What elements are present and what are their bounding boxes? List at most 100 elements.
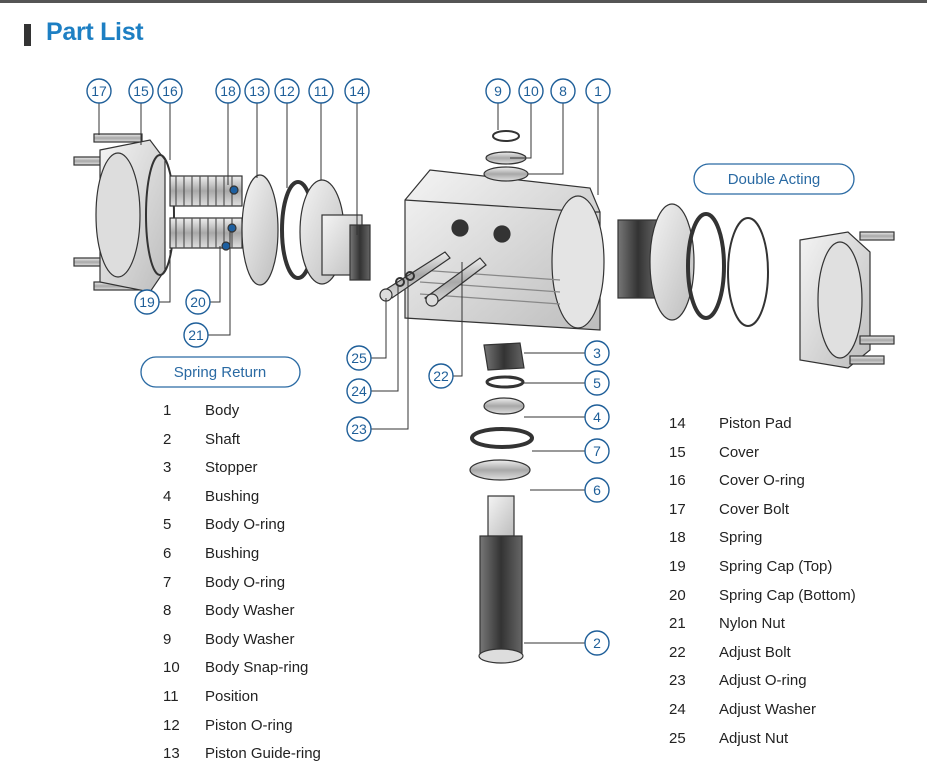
part-name: Position bbox=[205, 688, 259, 705]
part-number: 9 bbox=[163, 630, 172, 648]
callout-12: 12 bbox=[274, 78, 300, 104]
part-number: 10 bbox=[163, 659, 180, 677]
part-name: Spring Cap (Top) bbox=[719, 558, 833, 575]
guide-ring-shape bbox=[241, 174, 279, 286]
part-name: Bushing bbox=[205, 487, 260, 505]
title-marker bbox=[24, 24, 31, 46]
callout-2: 2 bbox=[584, 630, 610, 656]
part-number: 16 bbox=[669, 472, 686, 490]
spring-return-pill: Spring Return bbox=[140, 356, 301, 388]
callout-number: 8 bbox=[559, 83, 567, 99]
callout-number: 24 bbox=[351, 383, 367, 399]
part-number: 17 bbox=[669, 500, 686, 518]
callout-1: 1 bbox=[585, 78, 611, 104]
callout-number: 11 bbox=[314, 83, 329, 99]
part-number: 24 bbox=[669, 701, 686, 718]
part-number: 23 bbox=[669, 672, 686, 690]
part-number: 8 bbox=[163, 602, 172, 620]
callout-number: 13 bbox=[249, 83, 265, 99]
part-number: 3 bbox=[163, 459, 172, 477]
part-name: Shaft bbox=[205, 430, 241, 448]
part-name: Cover bbox=[719, 443, 760, 461]
part-number: 11 bbox=[163, 688, 179, 705]
callout-number: 25 bbox=[351, 350, 367, 366]
da-oring-shape bbox=[686, 212, 726, 320]
callout-15: 15 bbox=[128, 78, 154, 104]
callout-20: 20 bbox=[185, 289, 211, 315]
callout-22: 22 bbox=[428, 363, 454, 389]
callout-number: 6 bbox=[593, 482, 601, 498]
part-name: Spring Cap (Bottom) bbox=[719, 586, 856, 604]
callout-number: 9 bbox=[494, 83, 502, 99]
part-name: Piston Pad bbox=[719, 415, 792, 432]
callout-11: 11 bbox=[308, 78, 334, 104]
callout-number: 2 bbox=[593, 635, 601, 651]
part-number: 13 bbox=[163, 745, 180, 763]
da-cover-bolt-shape bbox=[859, 231, 895, 241]
callout-17: 17 bbox=[86, 78, 112, 104]
right-assembly-drawing bbox=[617, 203, 895, 369]
part-number: 12 bbox=[163, 716, 180, 734]
callout-number: 17 bbox=[91, 83, 107, 99]
callout-9: 9 bbox=[485, 78, 511, 104]
callout-23: 23 bbox=[346, 416, 372, 442]
part-number: 2 bbox=[163, 430, 172, 448]
shaft-top-shape bbox=[487, 495, 515, 537]
leader-lines bbox=[98, 103, 599, 644]
callout-16: 16 bbox=[157, 78, 183, 104]
callout-number: 1 bbox=[594, 83, 602, 99]
callout-3: 3 bbox=[584, 340, 610, 366]
part-name: Body bbox=[205, 402, 240, 419]
part-number: 6 bbox=[163, 545, 172, 562]
callout-14: 14 bbox=[344, 78, 370, 104]
body-bore-shape bbox=[551, 195, 605, 329]
part-name: Body Washer bbox=[205, 630, 295, 648]
shaft-splined-shape bbox=[479, 535, 523, 657]
part-name: Adjust Nut bbox=[719, 729, 789, 747]
part-name: Adjust Bolt bbox=[719, 643, 791, 661]
part-name: Body O-ring bbox=[205, 516, 286, 534]
spring-return-label: Spring Return bbox=[174, 364, 267, 381]
part-name: Piston Guide-ring bbox=[205, 745, 321, 763]
body-washer-shape bbox=[483, 166, 529, 182]
bushing-4-shape bbox=[483, 397, 525, 415]
part-number: 20 bbox=[669, 586, 686, 604]
part-number: 14 bbox=[669, 415, 686, 432]
part-name: Cover O-ring bbox=[719, 472, 805, 490]
callout-number: 4 bbox=[593, 409, 601, 425]
part-number: 19 bbox=[669, 558, 686, 575]
callout-5: 5 bbox=[584, 370, 610, 396]
left-assembly-drawing bbox=[73, 133, 371, 293]
part-name: Spring bbox=[719, 529, 763, 547]
body-oring-7-shape bbox=[470, 427, 534, 449]
part-name: Body O-ring bbox=[205, 573, 286, 591]
spring-return-pill-box bbox=[140, 356, 301, 388]
callout-19: 19 bbox=[134, 289, 160, 315]
part-number: 18 bbox=[669, 529, 686, 547]
part-name: Bushing bbox=[205, 545, 260, 562]
callout-8: 8 bbox=[550, 78, 576, 104]
cover-oring-shape bbox=[145, 154, 175, 276]
callout-number: 5 bbox=[593, 375, 601, 391]
callout-number: 7 bbox=[593, 443, 601, 459]
part-number: 21 bbox=[669, 615, 686, 633]
callout-number: 23 bbox=[351, 421, 367, 437]
da-cover-bolt-shape bbox=[859, 335, 895, 345]
snap-ring-shape bbox=[492, 130, 520, 142]
callout-18: 18 bbox=[215, 78, 241, 104]
part-name: Cover Bolt bbox=[719, 500, 790, 518]
double-acting-pill: Double Acting bbox=[693, 163, 855, 195]
callout-number: 18 bbox=[220, 83, 236, 99]
da-cover-bolt-shape bbox=[849, 355, 885, 365]
double-acting-pill-box bbox=[693, 163, 855, 195]
cover-face-shape bbox=[95, 152, 141, 278]
cover-bolt-shape bbox=[93, 133, 143, 143]
part-number: 5 bbox=[163, 516, 172, 534]
callout-24: 24 bbox=[346, 378, 372, 404]
part-name: Adjust O-ring bbox=[719, 672, 807, 690]
callout-number: 14 bbox=[349, 83, 365, 99]
callout-number: 22 bbox=[433, 368, 449, 384]
